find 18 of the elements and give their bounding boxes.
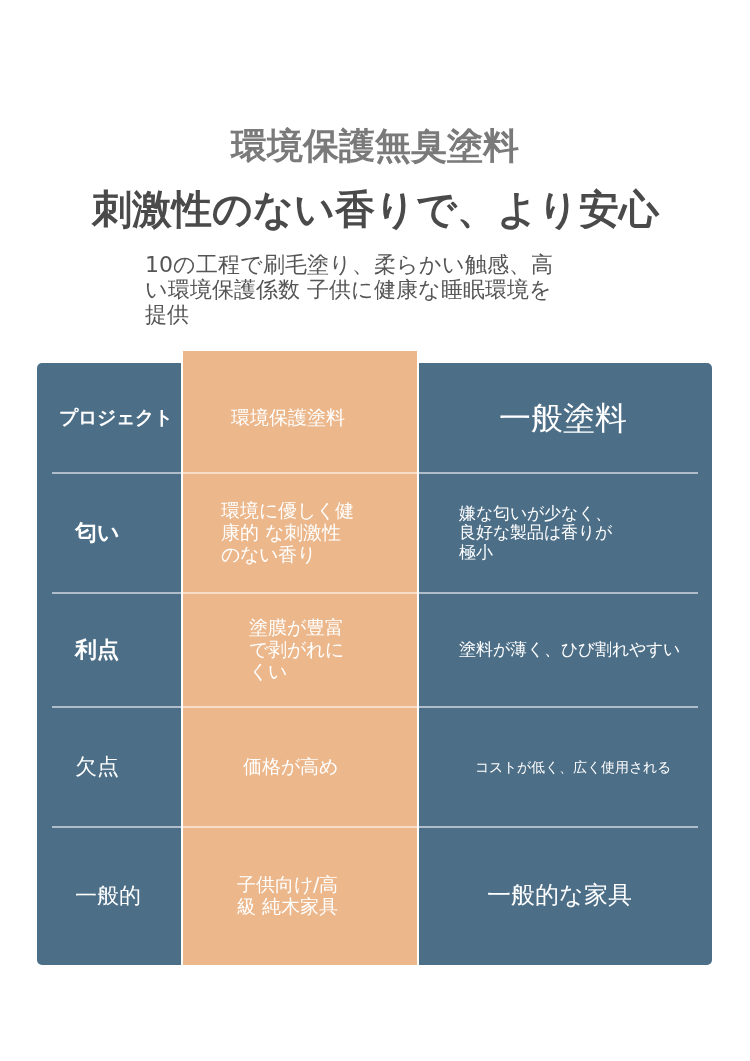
row-header: 欠点 xyxy=(75,754,119,780)
description-text: 10の工程で刷毛塗り、柔らかい触感、高い環境保護係数 子供に健康な睡眠環境を提供 xyxy=(145,252,554,327)
table-cell-text: コストが低く、広く使用される xyxy=(475,758,671,776)
title: 環境保護無臭塗料 xyxy=(229,124,520,168)
table-cell-text: 塗膜が豊富で剥がれにくい xyxy=(249,617,345,683)
table-cell-text: 子供向け/高級 純木家具 xyxy=(237,874,340,918)
table-cell-text: 塗料が薄く、ひび割れやすい xyxy=(459,640,680,660)
column-header: プロジェクト xyxy=(59,407,173,429)
table-cell-text: 価格が高め xyxy=(243,756,338,778)
row-header: 利点 xyxy=(75,637,119,663)
row-header: 匂い xyxy=(75,520,120,546)
row-header: 一般的 xyxy=(75,883,141,909)
column-header: 環境保護塗料 xyxy=(231,407,345,429)
subtitle: 刺激性のない香りで、より安心 xyxy=(90,185,661,234)
table-cell-text: 環境に優しく健康的 な刺激性のない香り xyxy=(221,500,355,566)
table-cell-text: 一般的な家具 xyxy=(487,882,632,910)
table-cell-text: 嫌な匂いが少なく、良好な製品は香りが極小 xyxy=(459,503,613,563)
column-header: 一般塗料 xyxy=(499,399,627,437)
